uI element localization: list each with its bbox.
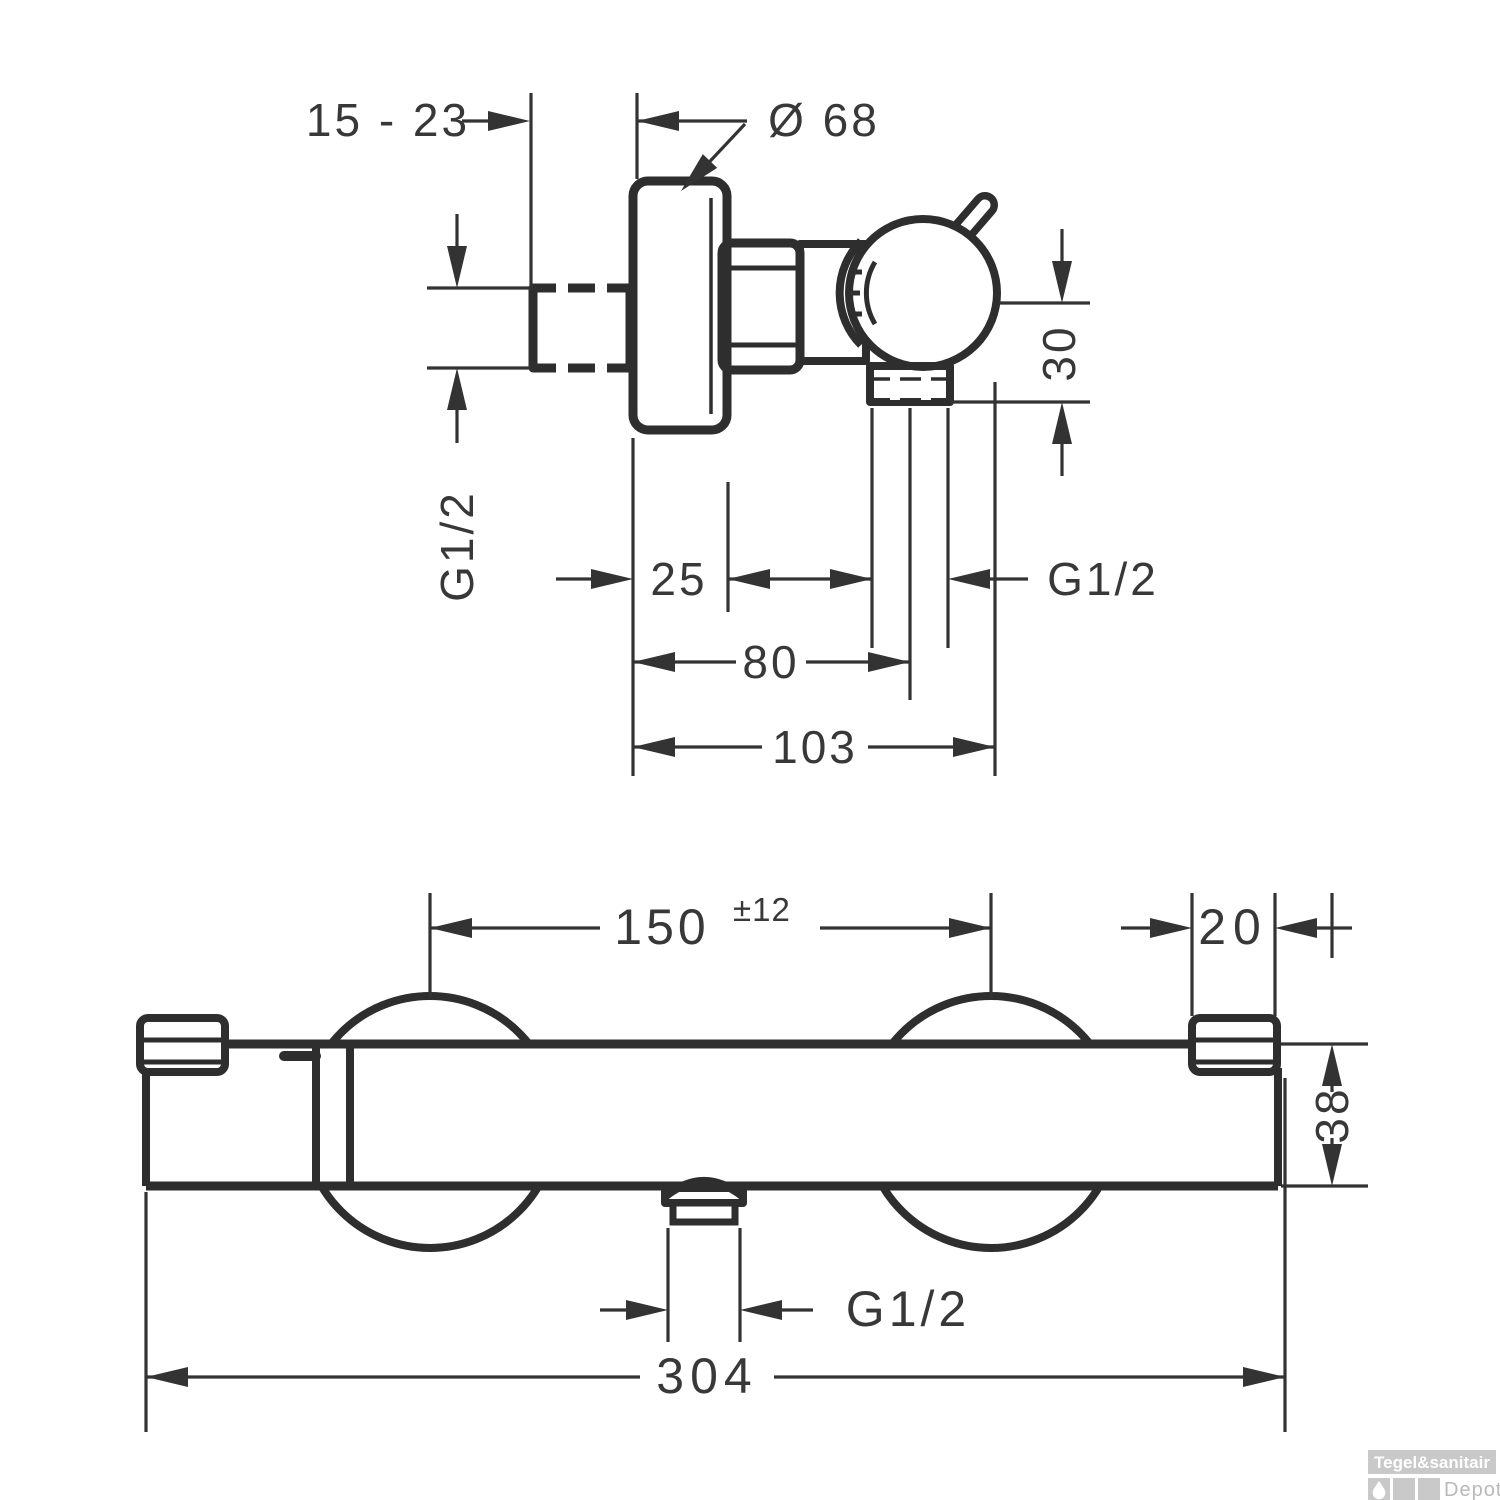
dim-inlet-thread-label: G1/2 — [431, 490, 483, 602]
dim-outlet-offset: 80 — [633, 636, 910, 688]
dim-body-height: 38 — [1281, 893, 1368, 1188]
dim-outlet-thread-side-label: G1/2 — [1047, 553, 1159, 605]
dim-total-width: 304 — [144, 1078, 1287, 1432]
dim-wall-depth-label: 15 - 23 — [306, 94, 470, 146]
side-extension-lines — [631, 382, 997, 776]
dim-body-height-label: 38 — [1306, 1086, 1358, 1143]
wall-flange — [628, 176, 732, 435]
dim-inlet-thread: G1/2 — [427, 214, 531, 602]
watermark-banner — [1368, 1450, 1496, 1474]
dim-wall-depth: 15 - 23 — [306, 93, 533, 290]
watermark-square-3 — [1418, 1478, 1440, 1500]
watermark-square-2 — [1393, 1478, 1415, 1500]
watermark: Tegel&sanitair Depot — [1368, 1450, 1500, 1500]
watermark-brand-label: Tegel&sanitair — [1374, 1453, 1490, 1472]
dim-center-distance: 150 ±12 — [428, 891, 993, 998]
handle-skirt — [835, 238, 864, 348]
dim-total-projection: 103 — [633, 721, 995, 773]
union-nut — [717, 238, 805, 375]
dim-flange-depth: 25 — [556, 553, 872, 605]
dim-outlet-drop: 30 — [950, 229, 1090, 476]
dim-outlet-thread-front-label: G1/2 — [846, 1281, 970, 1337]
side-view: 15 - 23 Ø 68 G1/2 — [306, 93, 1159, 776]
thermostat-handle — [845, 215, 1001, 371]
dim-outlet-offset-label: 80 — [742, 636, 799, 688]
end-cap-right — [1188, 1014, 1281, 1076]
dim-total-projection-label: 103 — [772, 721, 858, 773]
dim-center-tolerance-label: ±12 — [733, 891, 791, 928]
inlet-connector — [528, 283, 635, 373]
front-view: 150 ±12 20 38 — [136, 891, 1368, 1432]
dim-total-width-label: 304 — [656, 1348, 757, 1404]
watermark-sub-label: Depot — [1444, 1479, 1500, 1500]
dim-flange-diameter: Ø 68 — [635, 93, 880, 191]
end-cap-left — [136, 1014, 229, 1076]
bottom-outlet — [661, 1184, 747, 1226]
dim-flange-diameter-label: Ø 68 — [768, 94, 880, 146]
dim-end-offset-label: 20 — [1198, 899, 1268, 955]
dim-center-distance-label: 150 — [614, 899, 709, 955]
dim-outlet-drop-label: 30 — [1033, 324, 1085, 381]
dim-outlet-thread-front: G1/2 — [600, 1228, 970, 1342]
dim-flange-depth-label: 25 — [650, 553, 707, 605]
water-drop-icon — [1372, 1481, 1386, 1500]
dim-outlet-thread-side: G1/2 — [948, 553, 1159, 605]
dim-end-offset: 20 — [1121, 893, 1352, 1016]
hose-outlet — [866, 362, 954, 406]
side-view-part — [528, 176, 1001, 435]
